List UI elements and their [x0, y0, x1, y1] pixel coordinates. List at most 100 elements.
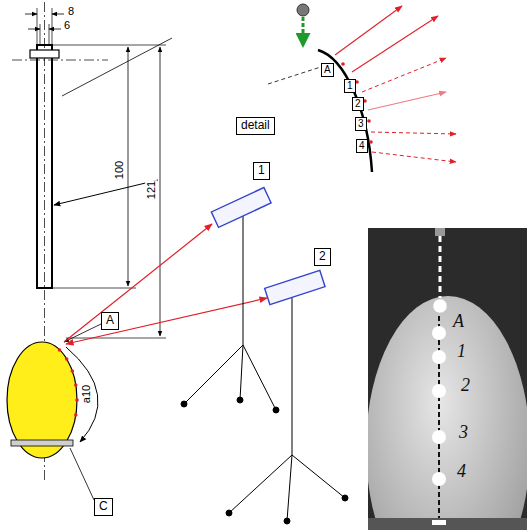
label-box: 1 — [253, 162, 270, 180]
camera-tripod-part — [243, 216, 244, 345]
dimension-label: 121 — [145, 180, 157, 200]
egg-photo-part — [439, 236, 442, 298]
egg-photo-part — [432, 326, 446, 340]
box-label: detail — [241, 119, 270, 133]
egg-photo-part — [433, 299, 447, 313]
box-label: C — [99, 500, 108, 514]
detail-view-part — [335, 6, 402, 55]
label-box: 4 — [356, 139, 368, 153]
dimension-label: 100 — [113, 160, 125, 180]
label-box: 1 — [344, 79, 356, 93]
box-label: 4 — [359, 140, 365, 152]
marker-number: 2 — [460, 376, 471, 396]
box-label: A — [106, 314, 114, 328]
rod-drawing-part — [25, 14, 37, 15]
egg-photo-part — [368, 296, 527, 530]
label-box: 2 — [314, 248, 331, 266]
box-label: 1 — [347, 80, 353, 92]
marker-number: 3 — [458, 423, 469, 443]
camera-tripod — [181, 187, 279, 413]
dimension-label: 8 — [67, 5, 75, 17]
rod-drawing-part — [128, 47, 129, 286]
camera-tripod-part — [273, 407, 279, 413]
camera-tripod-part — [226, 510, 232, 516]
egg-photo-part — [368, 518, 527, 530]
egg-photo-part — [435, 228, 445, 236]
rod-drawing-part — [52, 45, 166, 46]
camera-tripod-part — [229, 455, 292, 513]
label-box: 3 — [355, 117, 367, 131]
rod-drawing-part — [30, 50, 59, 58]
box-label: 2 — [319, 250, 326, 264]
camera-tripod-part — [265, 270, 325, 304]
camera-tripod-part — [284, 518, 290, 524]
egg-figure-part — [70, 448, 94, 500]
detail-view-part — [369, 140, 373, 144]
box-label: 1 — [258, 164, 265, 178]
egg-photo — [368, 228, 527, 530]
egg-photo-part — [438, 316, 440, 518]
label-box: 2 — [352, 97, 364, 111]
egg-photo-part — [432, 430, 446, 444]
egg-figure-part — [74, 383, 78, 387]
label-box: A — [321, 63, 334, 77]
rod-drawing-part — [40, 24, 41, 45]
camera-tripod-part — [292, 455, 345, 498]
detail-view-part — [371, 132, 456, 134]
camera-tripod-part — [287, 455, 292, 521]
rod-drawing-part — [49, 24, 50, 45]
dimension-label: a10 — [80, 384, 92, 404]
rod-drawing-part — [54, 180, 158, 205]
egg-figure-part — [65, 357, 69, 361]
camera-tripod-part — [211, 187, 271, 227]
rod-drawing-part — [160, 47, 161, 336]
egg-photo-part — [432, 520, 446, 525]
label-box: A — [101, 312, 119, 330]
rod-drawing-part — [28, 29, 40, 30]
camera-rays — [64, 224, 267, 344]
marker-number: A — [452, 312, 465, 332]
egg-photo-part — [432, 472, 446, 486]
dimension-label: 6 — [63, 19, 71, 31]
egg-figure-part — [7, 342, 77, 458]
label-box: detail — [236, 117, 275, 135]
box-label: A — [324, 64, 331, 76]
camera-rays-part — [64, 224, 212, 342]
detail-view-part — [341, 62, 345, 66]
rod-drawing-part — [52, 288, 136, 289]
egg-photo-part — [432, 350, 446, 364]
camera-tripod-part — [342, 495, 348, 501]
egg-photo-part — [432, 384, 446, 398]
egg-figure-part — [75, 398, 79, 402]
rod-drawing-part — [66, 338, 166, 339]
detail-view — [268, 4, 456, 172]
egg-figure-part — [11, 440, 73, 446]
detail-view-part — [297, 4, 309, 16]
camera-tripod-part — [184, 345, 243, 404]
egg-figure-part — [66, 347, 98, 442]
marker-number: 4 — [456, 462, 467, 482]
rod-drawing-part — [52, 14, 64, 15]
detail-view-part — [318, 50, 372, 172]
detail-view-part — [352, 16, 438, 72]
camera-tripod-part — [240, 345, 243, 400]
rod-drawing-part — [49, 29, 61, 30]
camera-tripod — [226, 270, 348, 524]
detail-view-part — [363, 99, 367, 103]
camera-tripod-part — [243, 345, 276, 410]
detail-view-part — [372, 152, 456, 162]
label-box: C — [94, 498, 113, 516]
camera-tripod-part — [292, 297, 293, 455]
egg-figure — [7, 324, 101, 500]
detail-view-part — [367, 119, 371, 123]
detail-view-part — [368, 92, 446, 110]
rod-drawing-part — [37, 8, 38, 45]
rod-drawing-part — [52, 8, 53, 45]
camera-tripod-part — [181, 401, 187, 407]
camera-rays-part — [66, 298, 267, 344]
rod-drawing-part — [62, 38, 172, 96]
detail-view-part — [355, 80, 359, 84]
rod-drawing-part — [12, 60, 108, 61]
